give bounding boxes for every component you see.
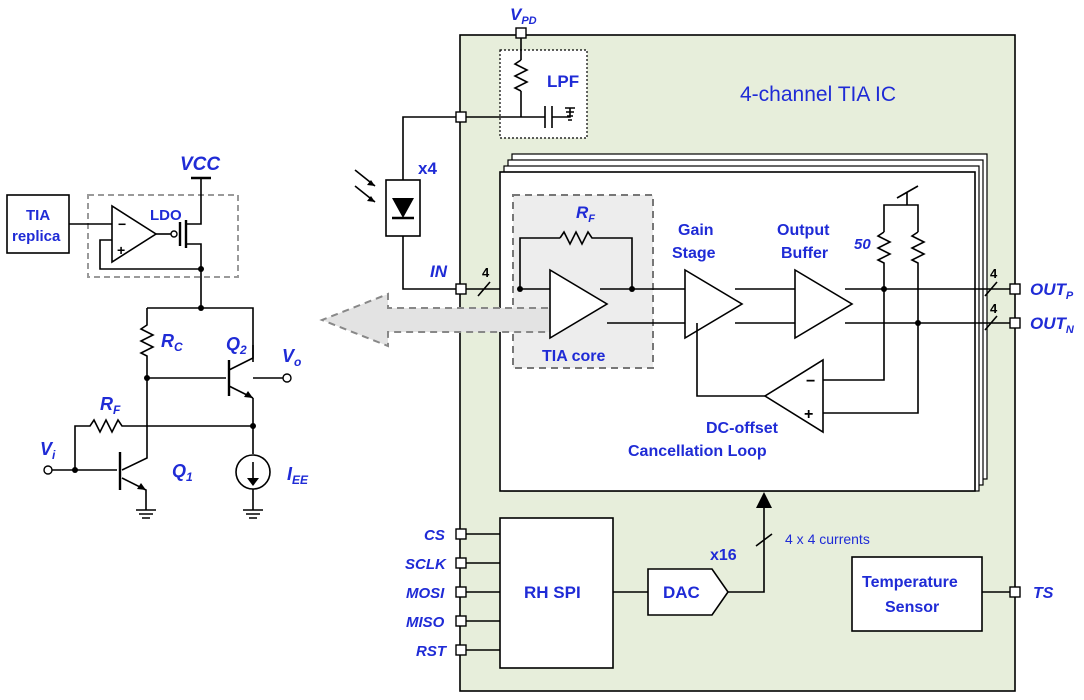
lpf-label: LPF <box>547 72 579 91</box>
tia-replica-label-1: TIA <box>26 207 50 224</box>
vcc-label: VCC <box>180 154 220 175</box>
q1-label: Q1 <box>172 461 193 484</box>
lpf-pin <box>455 111 467 123</box>
bus-out-p-label: 4 <box>990 266 998 281</box>
q2-label: Q2 <box>226 334 247 357</box>
ldo-label: LDO <box>150 207 182 224</box>
tia-core-region <box>512 194 654 369</box>
out-n-pin <box>1009 317 1021 329</box>
chip-title: 4-channel TIA IC <box>740 83 896 106</box>
ldo-opamp <box>111 204 158 264</box>
tia-replica-label-2: replica <box>12 228 61 245</box>
comp-plus: + <box>804 406 813 423</box>
in-label: IN <box>430 262 448 281</box>
output-buffer-amp <box>794 268 854 340</box>
ldo-minus: − <box>118 216 126 232</box>
vpd-pin <box>515 27 527 39</box>
rh-spi-label: RH SPI <box>524 583 581 602</box>
dc-offset-amp <box>763 358 824 434</box>
gain-stage-label-1: Gain <box>678 222 714 239</box>
ldo-region <box>87 194 239 278</box>
pin-cs: CS <box>424 527 445 544</box>
tia-core-amp <box>549 268 609 340</box>
bus-out-n-label: 4 <box>990 301 998 316</box>
dc-offset-label-1: DC-offset <box>706 420 779 437</box>
dac-block <box>647 568 729 616</box>
tia-core-label: TIA core <box>542 348 606 365</box>
output-buffer-label-2: Buffer <box>781 245 828 262</box>
ts-label: TS <box>1033 585 1054 602</box>
out-n-label: OUTN <box>1030 314 1075 336</box>
vo-label: Vo <box>282 346 301 369</box>
currents-label: 4 x 4 currents <box>785 531 870 547</box>
ldo-plus: + <box>117 242 125 258</box>
out-p-label: OUTP <box>1030 280 1074 302</box>
lpf-box <box>499 49 588 139</box>
hollow-arrow <box>319 292 561 348</box>
rc-label: RC <box>161 331 183 354</box>
output-buffer-label-1: Output <box>777 222 830 239</box>
temp-sensor-label-1: Temperature <box>862 574 958 591</box>
rf-left-label: RF <box>100 394 121 417</box>
pin-sclk: SCLK <box>405 556 447 573</box>
pin-rst: RST <box>416 643 448 660</box>
photodiode-icon <box>392 198 414 218</box>
r50-label: 50 <box>854 236 871 253</box>
rf-core-label: RF <box>576 203 595 225</box>
rh-spi-block <box>499 517 614 669</box>
ts-pin <box>1009 586 1021 598</box>
dc-offset-label-2: Cancellation Loop <box>628 443 767 460</box>
comp-minus: − <box>806 373 815 390</box>
iee-label: IEE <box>287 464 309 487</box>
in-pin <box>455 283 467 295</box>
x16-label: x16 <box>710 547 737 564</box>
dac-label: DAC <box>663 583 700 602</box>
gain-stage-amp <box>684 268 744 340</box>
spi-pins <box>455 528 500 656</box>
out-p-pin <box>1009 283 1021 295</box>
x4-label: x4 <box>418 159 437 178</box>
tia-replica-box <box>6 194 70 254</box>
pin-miso: MISO <box>406 614 445 631</box>
pin-mosi: MOSI <box>406 585 445 602</box>
temperature-sensor-block <box>851 556 983 632</box>
bus-in-label: 4 <box>482 265 490 280</box>
temp-sensor-label-2: Sensor <box>885 599 939 616</box>
gain-stage-label-2: Stage <box>672 245 716 262</box>
vi-label: Vi <box>40 439 56 462</box>
vpd-label: VPD <box>510 5 537 27</box>
